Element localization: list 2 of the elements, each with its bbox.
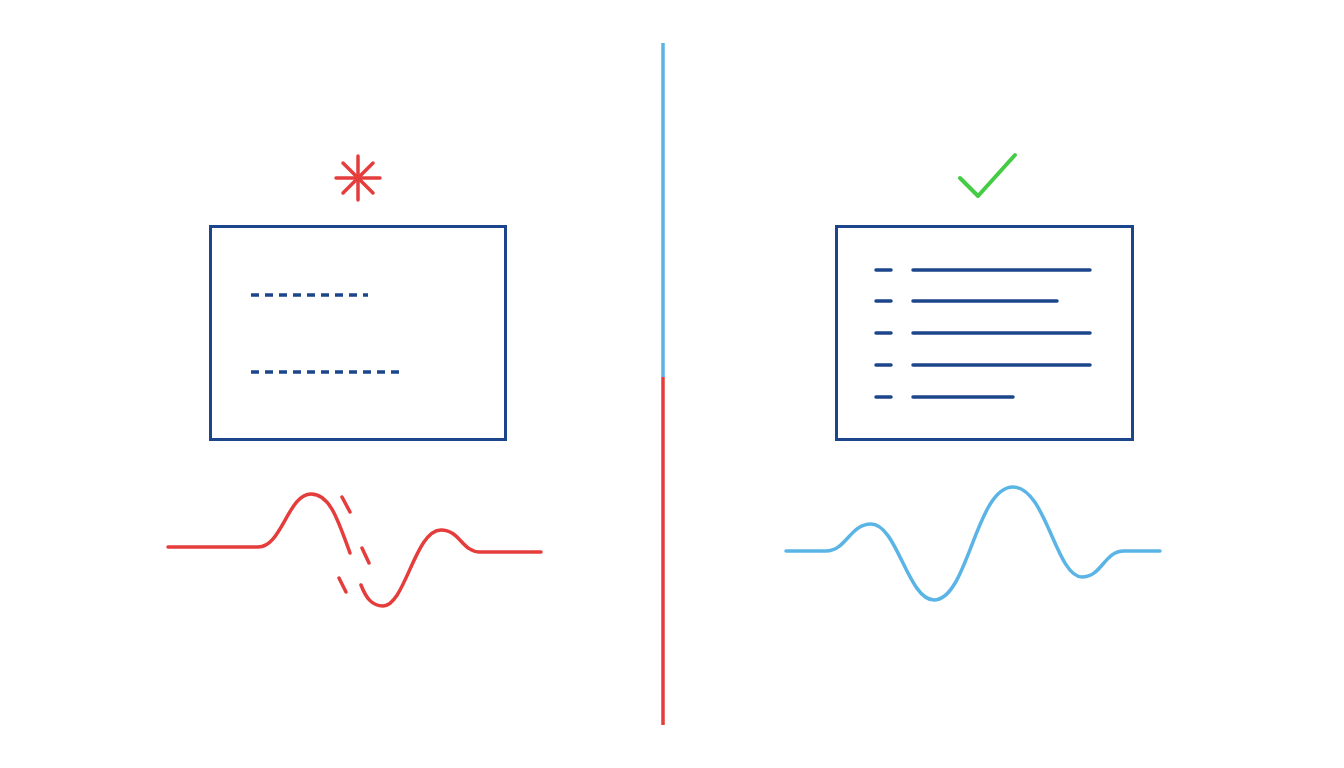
panel-box — [835, 225, 1134, 441]
panel-box — [209, 225, 507, 441]
